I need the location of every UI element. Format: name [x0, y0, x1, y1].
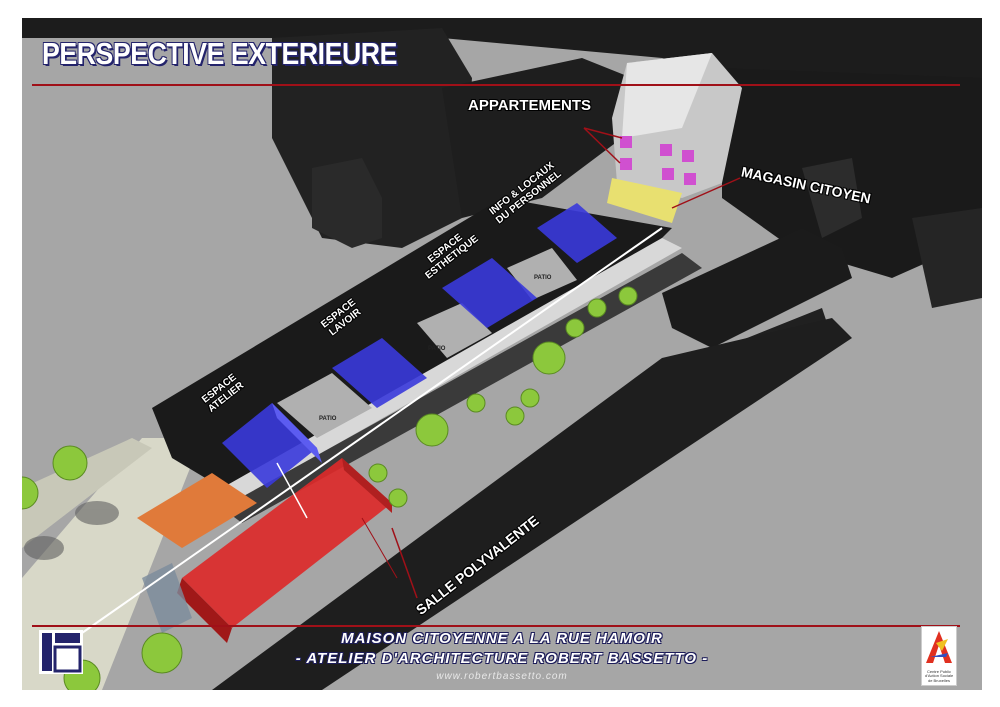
page-title: PERSPECTIVE EXTERIEURE [42, 36, 397, 71]
patio-label-1: PATIO [319, 416, 337, 422]
cpas-caption-line2: d'Action Sociale [924, 673, 954, 679]
cpas-logo: Centre Public d'Action Sociale de Bruxel… [921, 626, 957, 686]
footer-office-name: - ATELIER D'ARCHITECTURE ROBERT BASSETTO… [295, 650, 709, 667]
patio-label-2: PATIO [428, 346, 446, 352]
architectural-perspective-render [22, 18, 982, 690]
cpas-caption: Centre Public d'Action Sociale de Bruxel… [922, 668, 956, 683]
header-rule [32, 84, 960, 86]
footer-rule [32, 625, 960, 627]
footer-project-title: MAISON CITOYENNE A LA RUE HAMOIR [341, 630, 663, 647]
cpas-caption-line3: de Bruxelles [927, 677, 950, 683]
architect-logo-icon [39, 630, 83, 674]
cpas-caption-line1: Centre Public [926, 668, 951, 674]
patio-label-3: PATIO [534, 275, 552, 281]
magasin-store-block [607, 178, 682, 223]
footer-website: www.robertbassetto.com [436, 671, 568, 682]
poster-sheet: PERSPECTIVE EXTERIEURE APPARTEMENTS MAGA… [22, 18, 982, 690]
cpas-emblem-icon [926, 631, 952, 663]
label-appartements: APPARTEMENTS [468, 97, 592, 114]
